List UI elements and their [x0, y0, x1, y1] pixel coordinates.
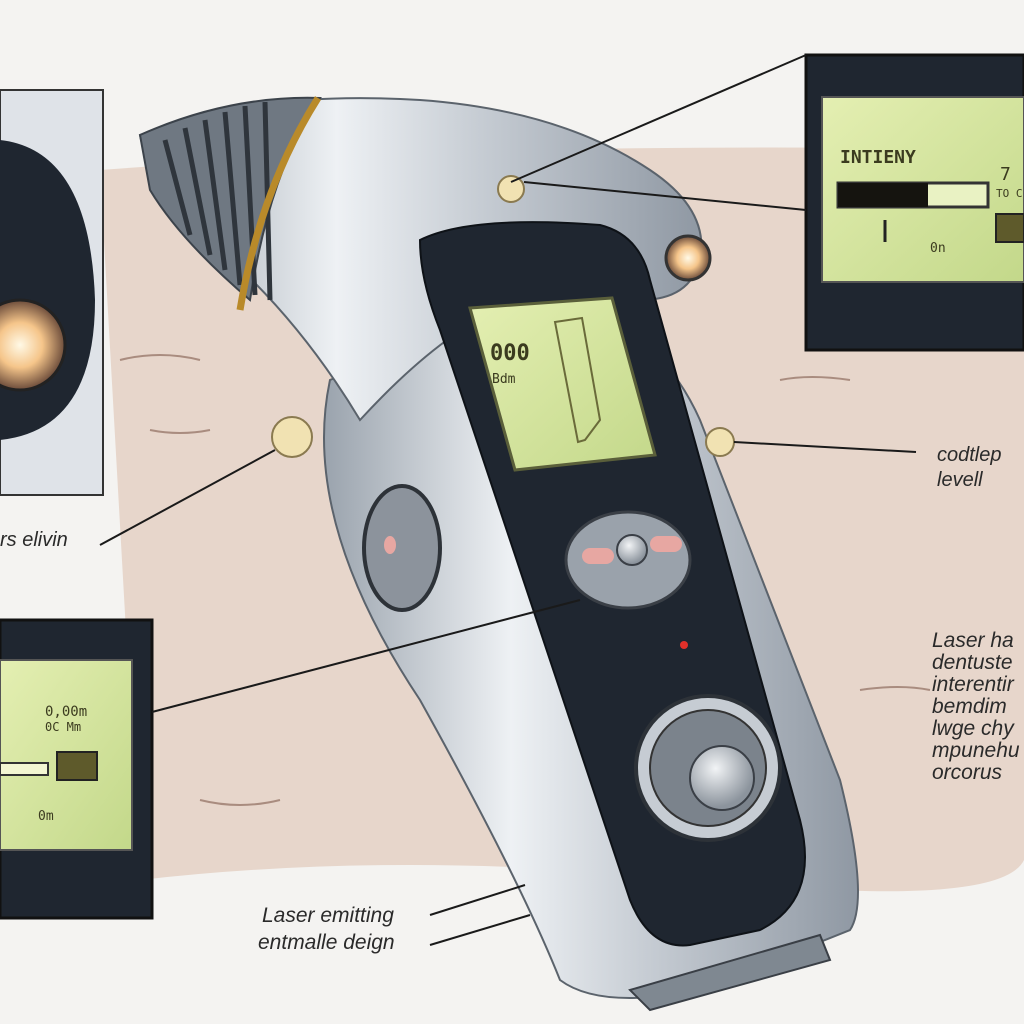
inset-footer: 0n [930, 241, 946, 256]
list-item: interentir [932, 673, 1014, 697]
inset-bottom-left: 0,00m 0C Mm 0m [0, 618, 154, 920]
list-item: Laser ha [932, 629, 1014, 652]
leader-lines [99, 54, 917, 946]
inset-lens [0, 89, 104, 496]
screen-device-icon [553, 316, 602, 444]
callout-dot-left [271, 416, 313, 458]
label-right-mid-1: codtlep [937, 444, 1002, 466]
label-right-list: Laser ha dentuste interentir bemdim lwge… [932, 629, 1020, 785]
list-item: bemdim [932, 695, 1007, 719]
inset-bl-line2: 0C Mm [45, 720, 81, 734]
list-item: lwge chy [932, 717, 1014, 741]
lamp [664, 234, 712, 282]
inset-top-right: INTIENY 7 TO C 0n [804, 53, 1024, 352]
label-left-mid: rs elivin [0, 529, 68, 551]
side-wheel [362, 484, 442, 612]
inset-bl-footer: 0m [38, 809, 54, 824]
intensity-bar-fill [838, 183, 928, 207]
label-bottom-1: Laser emitting [262, 904, 394, 927]
screen-unit: Bdm [492, 372, 516, 387]
inset-sub: TO C [996, 187, 1023, 200]
inset-header: INTIENY [840, 147, 916, 168]
list-item: mpunehu [932, 739, 1020, 763]
gold-ring [236, 96, 321, 311]
inset-value: 7 [1000, 164, 1011, 185]
label-right-mid-2: levell [937, 469, 983, 491]
bottom-vent [628, 933, 832, 1012]
screen-reading: 000 [490, 341, 530, 366]
inset-bl-line1: 0,00m [45, 704, 87, 720]
list-item: orcorus [932, 761, 1003, 785]
power-led [680, 641, 688, 649]
device-screen: 000 Bdm [468, 296, 657, 472]
intensity-dial [634, 694, 782, 842]
label-bottom-2: entmalle deign [258, 931, 395, 954]
button-cluster [564, 510, 692, 610]
callout-dot-right [705, 427, 735, 457]
callout-dot-head [497, 175, 525, 203]
list-item: dentuste [932, 651, 1013, 675]
